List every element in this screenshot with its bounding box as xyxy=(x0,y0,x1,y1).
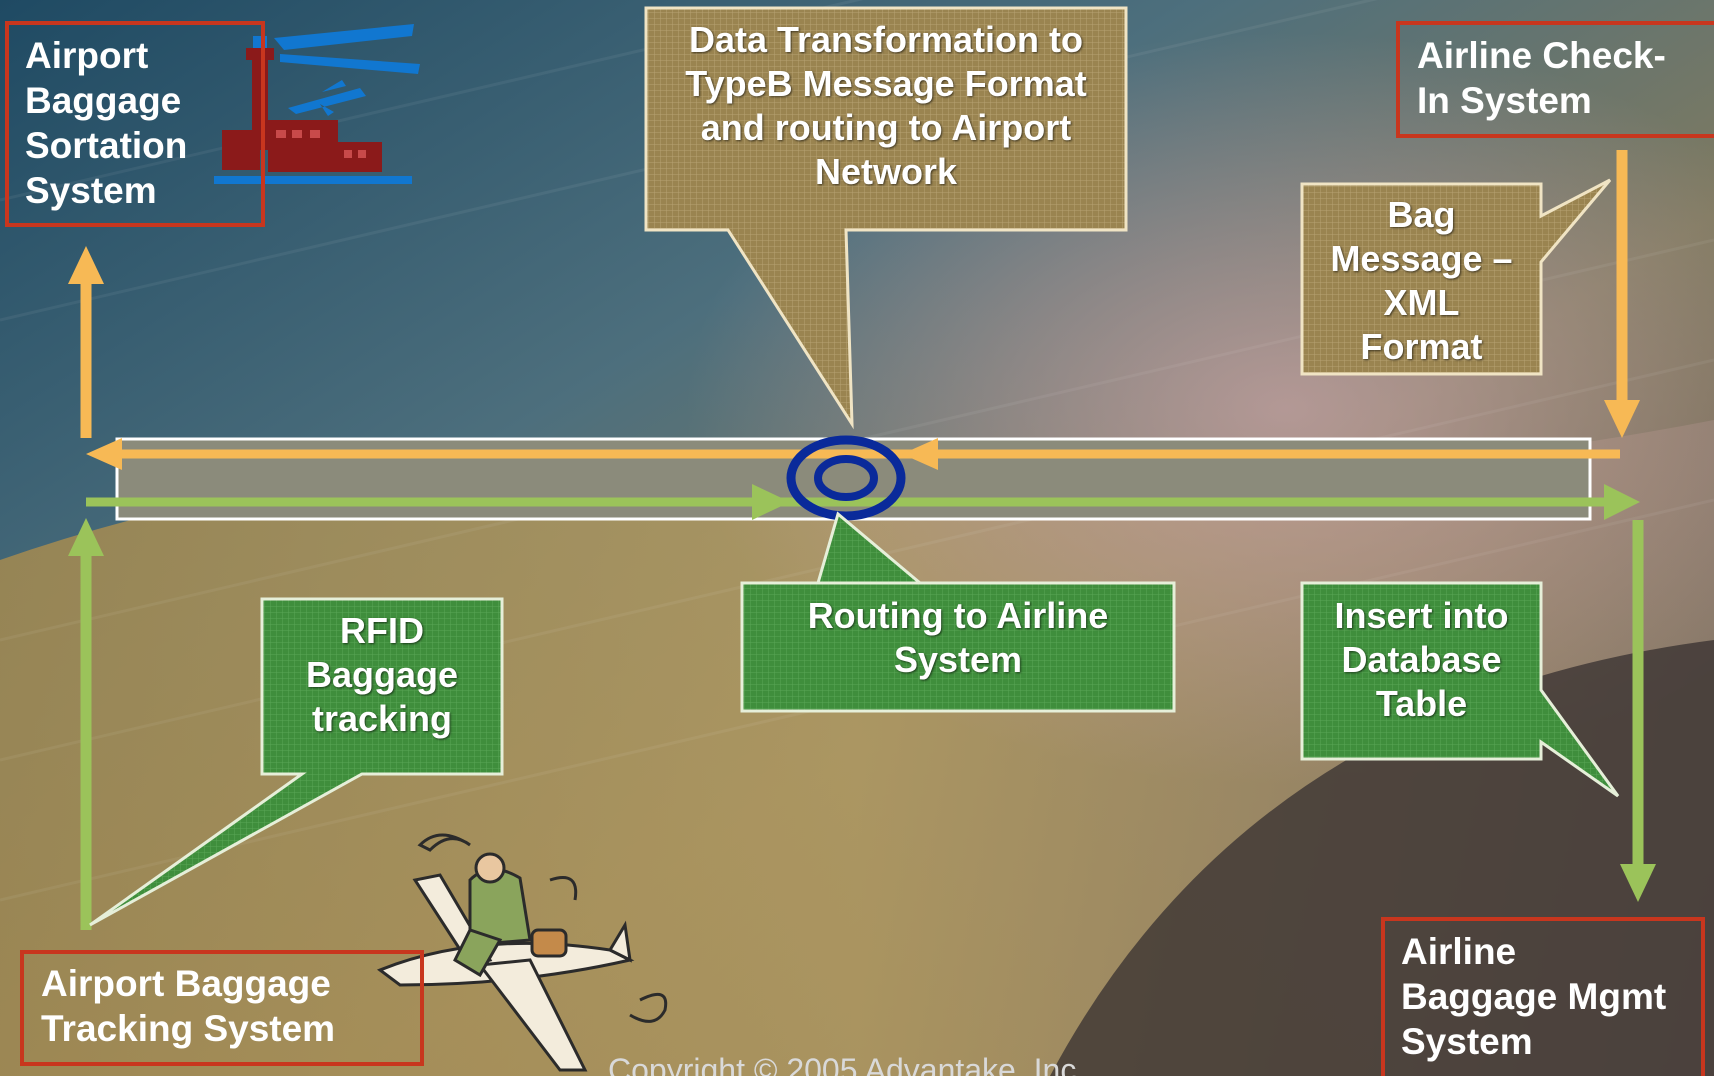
checkin-system-label: Airline Check- In System xyxy=(1417,35,1666,121)
rfid-callout xyxy=(89,597,504,927)
green-arrowhead-down xyxy=(1620,864,1656,902)
bag-message-callout-text: Bag Message – XML Format xyxy=(1330,194,1513,367)
green-arrowhead-mid xyxy=(752,484,790,520)
green-flow-arrows xyxy=(68,484,1656,930)
routing-hub-icon xyxy=(786,435,906,521)
sortation-system-box xyxy=(5,21,265,227)
background-shadow xyxy=(1050,640,1714,1076)
green-arrowhead-right xyxy=(1604,484,1640,520)
rfid-callout-text: RFID Baggage tracking xyxy=(305,610,459,739)
orange-arrowhead-left xyxy=(86,438,122,470)
mgmt-system-label: Airline Baggage Mgmt System xyxy=(1401,931,1667,1062)
transformation-callout xyxy=(644,6,1128,430)
mgmt-system-box xyxy=(1381,917,1705,1076)
routing-callout xyxy=(740,511,1176,713)
tracking-system-box xyxy=(20,950,424,1066)
orange-flow-arrows xyxy=(68,150,1640,470)
airport-tower-icon xyxy=(214,24,420,184)
orange-arrowhead-up xyxy=(68,246,104,284)
orange-arrowhead-mid xyxy=(902,438,938,470)
checkin-system-box xyxy=(1396,21,1714,138)
green-arrowhead-up xyxy=(68,518,104,556)
traveler-on-plane-clipart xyxy=(376,833,668,1072)
transformation-callout-text: Data Transformation to TypeB Message For… xyxy=(685,19,1087,192)
copyright-text: Copyright © 2005 Advantake, Inc. xyxy=(608,1052,1086,1076)
insert-callout-text: Insert into Database Table xyxy=(1334,595,1509,724)
orange-arrowhead-down xyxy=(1604,400,1640,438)
bag-message-callout xyxy=(1300,178,1612,376)
routing-callout-text: Routing to Airline System xyxy=(807,595,1109,680)
sortation-system-label: Airport Baggage Sortation System xyxy=(25,35,188,211)
insert-callout xyxy=(1300,581,1620,798)
tracking-system-label: Airport Baggage Tracking System xyxy=(41,963,336,1049)
